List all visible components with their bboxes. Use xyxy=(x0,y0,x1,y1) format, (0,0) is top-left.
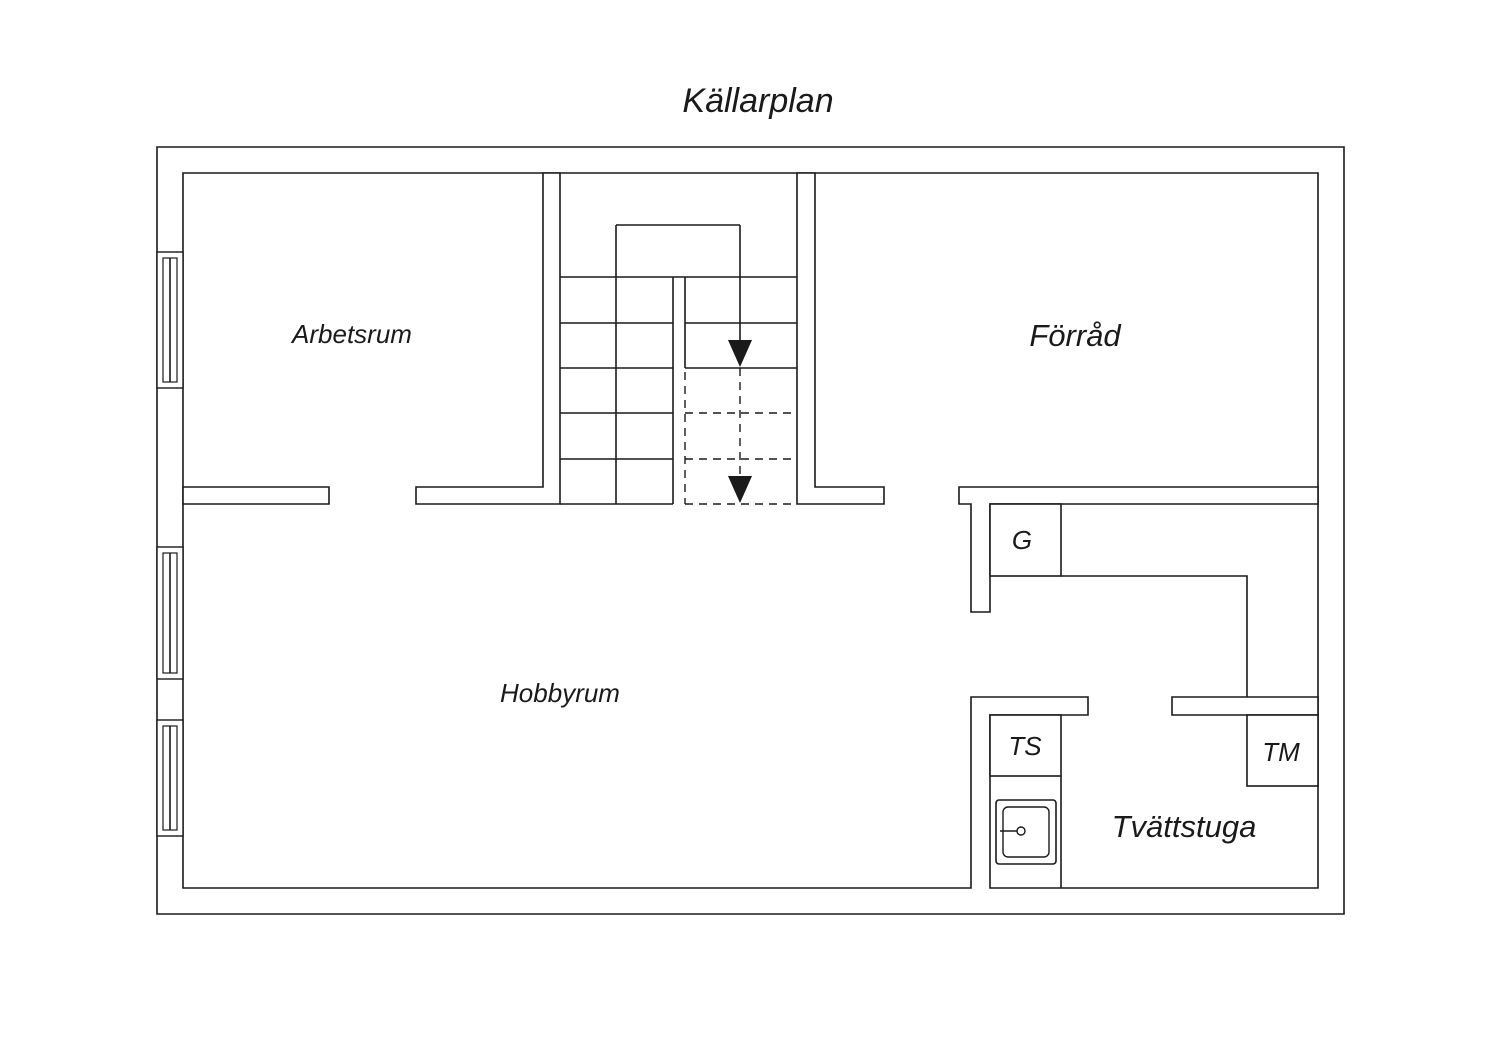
fixture-label-tvattmaskin: TM xyxy=(1262,737,1300,767)
window xyxy=(156,251,184,389)
wall-forrad xyxy=(796,172,885,505)
wall-laundry-right xyxy=(1171,696,1319,716)
room-label-tvattstuga: Tvättstuga xyxy=(1112,809,1257,844)
plan-title: Källarplan xyxy=(682,82,833,120)
wall-laundry-top xyxy=(958,486,1319,613)
washing-machine xyxy=(1246,714,1319,787)
outer-wall xyxy=(156,146,1345,915)
room-label-arbetsrum: Arbetsrum xyxy=(290,319,412,349)
room-label-hobbyrum: Hobbyrum xyxy=(500,678,620,708)
fixture-label-torkskap: TS xyxy=(1008,731,1042,761)
wall-arbetsrum xyxy=(182,172,561,505)
wardrobe xyxy=(989,503,1062,577)
fixture-label-garderob: G xyxy=(1012,525,1032,555)
staircase xyxy=(560,224,797,505)
stair-arrow-icon xyxy=(728,340,752,367)
laundry-counter xyxy=(1061,575,1248,697)
window xyxy=(156,719,184,837)
window xyxy=(156,546,184,680)
stair-arrow-icon xyxy=(728,476,752,503)
sink-icon xyxy=(995,799,1057,865)
room-label-forrad: Förråd xyxy=(1029,318,1122,353)
drying-cabinet xyxy=(989,714,1062,777)
